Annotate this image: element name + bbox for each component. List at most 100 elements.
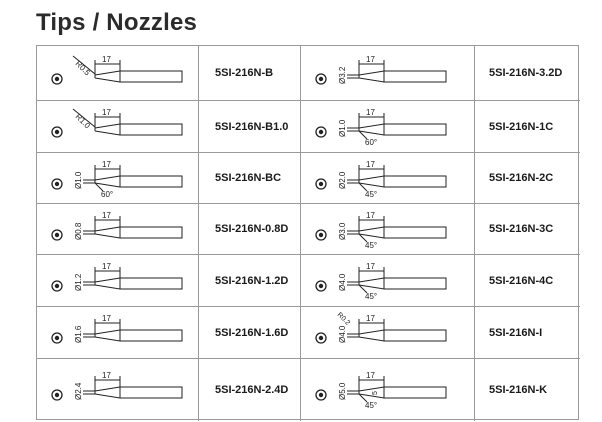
tip-icon-core <box>54 392 60 398</box>
part-number: 5SI-216N-3C <box>489 223 554 235</box>
part-number: 5SI-216N-0.8D <box>215 223 289 235</box>
tip-icon-core <box>54 129 60 135</box>
part-number-cell: 5SI-216N-B <box>199 46 301 101</box>
tip-icon-core <box>318 392 324 398</box>
tip-icon-core <box>54 181 60 187</box>
tip-shank <box>119 70 183 83</box>
tip-shank <box>383 277 447 290</box>
diameter-label: Ø5.0 <box>338 382 347 400</box>
part-number-cell: 5SI-216N-3C <box>475 204 580 255</box>
length-label: 17 <box>366 211 375 220</box>
part-number: 5SI-216N-1C <box>489 120 554 133</box>
part-number: 5SI-216N-B1.0 <box>215 120 289 133</box>
tip-diagram: 17 R0.5 <box>51 55 183 85</box>
diameter-label: Ø3.0 <box>338 222 347 240</box>
part-number: 5SI-216N-B <box>215 67 274 79</box>
tip-shank <box>383 329 447 342</box>
tip-icon-core <box>318 181 324 187</box>
diameter-label: Ø1.0 <box>74 171 83 189</box>
length-label: 17 <box>102 211 111 220</box>
part-number: 5SI-216N-3.2D <box>489 67 563 79</box>
tip-shank <box>119 277 183 290</box>
angle-leader <box>358 130 368 140</box>
part-number-cell: 5SI-216N-1C <box>475 101 580 153</box>
angle-label: 60° <box>101 190 113 199</box>
part-number-cell: 5SI-216N-I <box>475 307 580 359</box>
tip-taper <box>358 277 385 290</box>
part-number: 5SI-216N-K <box>489 384 548 396</box>
tip-shank <box>383 123 447 136</box>
tip-taper <box>94 226 121 239</box>
angle-leader <box>358 284 368 294</box>
part-number-cell: 5SI-216N-3.2D <box>475 46 580 101</box>
length-label: 17 <box>102 160 111 169</box>
tip-icon-core <box>318 232 324 238</box>
angle-label: 45° <box>365 401 377 410</box>
diameter-label: Ø0.8 <box>74 222 83 240</box>
part-number-cell: 5SI-216N-0.8D <box>199 204 301 255</box>
tip-shank <box>383 386 447 399</box>
tip-drawing-cell: 17 R0.5 <box>37 46 199 101</box>
part-number-cell: 5SI-216N-2C <box>475 153 580 204</box>
tip-taper <box>94 329 121 342</box>
tip-icon-core <box>318 76 324 82</box>
tip-taper <box>94 277 121 290</box>
part-number: 5SI-216N-I <box>489 326 543 339</box>
length-label: 17 <box>102 314 111 323</box>
angle-leader <box>358 182 368 192</box>
tip-shank <box>119 226 183 239</box>
part-number-cell: 5SI-216N-B1.0 <box>199 101 301 153</box>
tip-icon-core <box>54 76 60 82</box>
tip-taper <box>94 386 121 399</box>
angle-leader <box>358 393 368 403</box>
part-number: 5SI-216N-4C <box>489 274 554 287</box>
part-number: 5SI-216N-1.2D <box>215 274 289 287</box>
diameter-label: Ø1.2 <box>74 273 83 291</box>
tip-taper <box>358 329 385 342</box>
tip-shank <box>119 329 183 342</box>
part-number: 5SI-216N-2C <box>489 172 554 184</box>
length-label: 17 <box>366 55 375 64</box>
diameter-label: Ø2.0 <box>338 171 347 189</box>
length-label: 17 <box>366 371 375 380</box>
radius-leader <box>72 55 96 75</box>
part-number: 5SI-216N-2.4D <box>215 384 289 396</box>
tip-icon-core <box>54 232 60 238</box>
tip-icon-core <box>54 335 60 341</box>
diameter-label: Ø3.2 <box>338 66 347 84</box>
radius-label: R0.5 <box>74 59 93 78</box>
tip-icon-core <box>318 129 324 135</box>
tip-icon-core <box>318 335 324 341</box>
part-number: 5SI-216N-1.6D <box>215 326 289 339</box>
tip-taper <box>358 386 385 399</box>
part-number-cell: 5SI-216N-2.4D <box>199 359 301 421</box>
radius-label: R1.0 <box>74 112 93 131</box>
length-label: 17 <box>102 55 111 64</box>
